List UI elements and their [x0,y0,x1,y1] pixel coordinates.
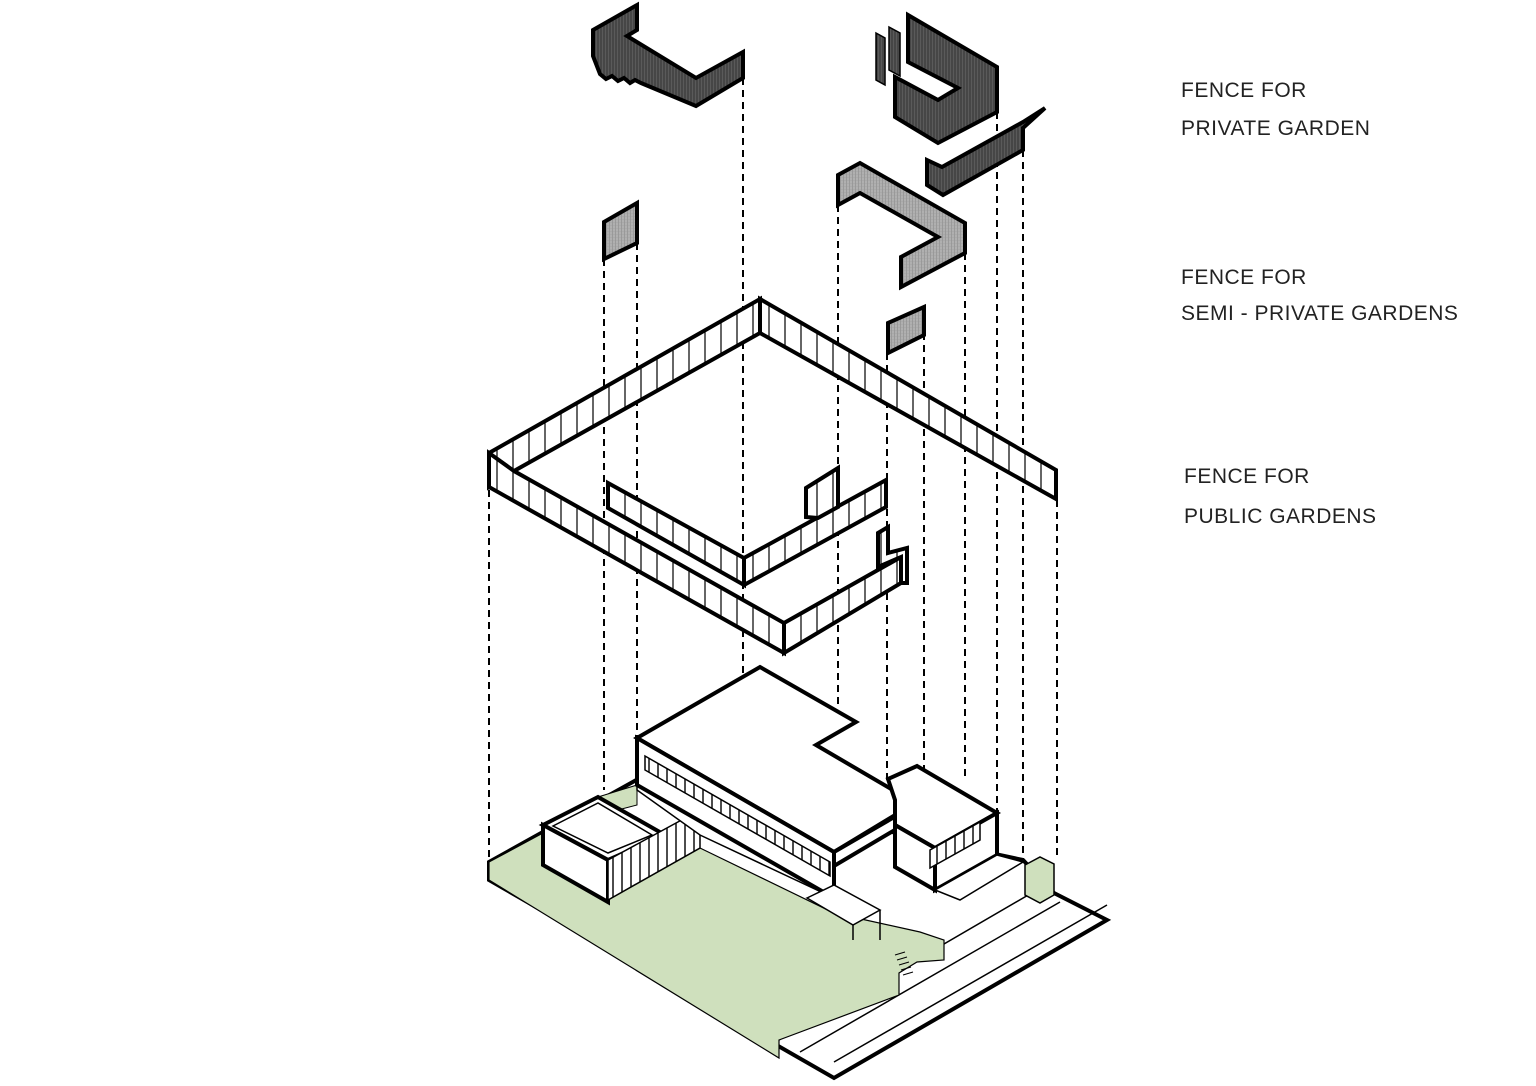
public-fence-front-right-wall [782,553,903,657]
private-fence-long-piece [925,106,1047,198]
private-fence-stepped-piece [591,1,745,109]
semi-private-fence-panel [886,303,926,357]
right-pavilion-window [929,820,981,870]
private-fence-u-piece [893,11,999,146]
private-fence-slab [875,31,886,87]
walkway-line [799,901,1061,1053]
main-block-window-band [644,754,831,878]
glass-corridor [607,808,701,902]
label-line: FENCE FOR [1181,79,1307,102]
label-private-garden: FENCE FOR PRIVATE GARDEN [1181,80,1370,139]
private-fence-slab [888,25,901,78]
label-line: FENCE FOR [1181,266,1307,289]
public-fence-back-right-wall [758,295,1058,503]
house-model [487,664,1112,1081]
semi-private-fence-panel [602,199,639,263]
label-line: FENCE FOR [1184,465,1310,488]
semi-private-garden-fence [602,160,967,357]
public-fence-inner-return [804,464,840,521]
left-pavilion-front [541,821,610,906]
public-fence-gate-return [876,523,909,585]
gate-pillar [1024,856,1055,904]
carport [933,854,1025,901]
label-public-gardens: FENCE FOR PUBLIC GARDENS [1184,466,1377,527]
public-garden-fence [487,295,1058,657]
label-semi-private-gardens: FENCE FOR SEMI - PRIVATE GARDENS [1181,267,1458,324]
left-pavilion-roof-inset [551,802,654,854]
semi-private-fence-l-piece [836,160,967,291]
label-line: SEMI - PRIVATE GARDENS [1181,302,1459,325]
label-line: PRIVATE GARDEN [1181,117,1371,140]
public-fence-back-left-wall [487,295,762,491]
label-line: PUBLIC GARDENS [1184,505,1377,528]
private-garden-fence [591,1,1047,198]
garden-stairs [894,951,914,976]
site-edge-line [833,904,1108,1063]
